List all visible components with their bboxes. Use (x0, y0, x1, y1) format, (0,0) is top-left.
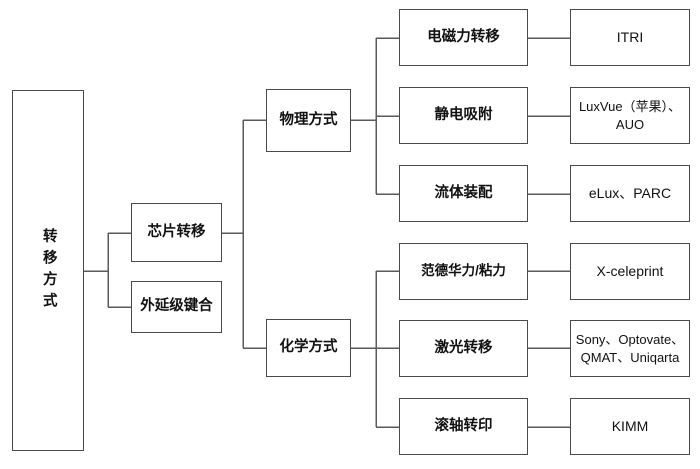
node-method-fluidic-assembly-label: 流体装配 (434, 184, 493, 201)
node-method-van-der-waals[interactable]: 范德华力/粘力 (399, 243, 528, 300)
node-method-electromagnetic[interactable]: 电磁力转移 (399, 9, 528, 66)
node-company-itri[interactable]: ITRI (570, 9, 690, 66)
node-method-laser-transfer[interactable]: 激光转移 (399, 320, 528, 377)
node-method-electrostatic-label: 静电吸附 (434, 106, 493, 123)
node-method-fluidic-assembly[interactable]: 流体装配 (399, 165, 528, 222)
node-physical-method-label: 物理方式 (279, 111, 338, 128)
node-company-elux-parc-label: eLux、PARC (588, 185, 672, 202)
node-company-x-celeprint[interactable]: X-celeprint (570, 243, 690, 300)
node-method-roller-printing[interactable]: 滚轴转印 (399, 398, 528, 455)
node-company-itri-label: ITRI (616, 29, 644, 46)
node-company-luxvue-auo[interactable]: LuxVue（苹果）、 AUO (570, 87, 690, 144)
node-company-sony-group[interactable]: Sony、Optovate、 QMAT、Uniqarta (570, 320, 690, 377)
node-company-elux-parc[interactable]: eLux、PARC (570, 165, 690, 222)
node-method-van-der-waals-label: 范德华力/粘力 (421, 263, 506, 279)
node-physical-method[interactable]: 物理方式 (266, 89, 351, 152)
node-company-x-celeprint-label: X-celeprint (596, 263, 664, 280)
node-chip-transfer-label: 芯片转移 (147, 223, 206, 240)
node-root-transfer-method[interactable]: 转移方式 (12, 90, 84, 451)
node-root-label: 转移方式 (40, 227, 57, 314)
node-chemical-method[interactable]: 化学方式 (266, 319, 351, 377)
node-company-sony-group-label: Sony、Optovate、 QMAT、Uniqarta (575, 331, 685, 365)
node-company-kimm-label: KIMM (611, 418, 649, 435)
node-chemical-method-label: 化学方式 (279, 339, 338, 356)
node-method-laser-transfer-label: 激光转移 (434, 339, 493, 356)
node-method-electromagnetic-label: 电磁力转移 (427, 28, 500, 45)
node-method-roller-printing-label: 滚轴转印 (434, 417, 493, 434)
node-company-luxvue-auo-label: LuxVue（苹果）、 AUO (578, 98, 682, 132)
node-chip-transfer[interactable]: 芯片转移 (131, 203, 222, 262)
node-company-kimm[interactable]: KIMM (570, 398, 690, 455)
node-epitaxial-bonding[interactable]: 外延级键合 (131, 281, 222, 333)
node-epitaxial-bonding-label: 外延级键合 (140, 298, 213, 315)
node-method-electrostatic[interactable]: 静电吸附 (399, 87, 528, 144)
